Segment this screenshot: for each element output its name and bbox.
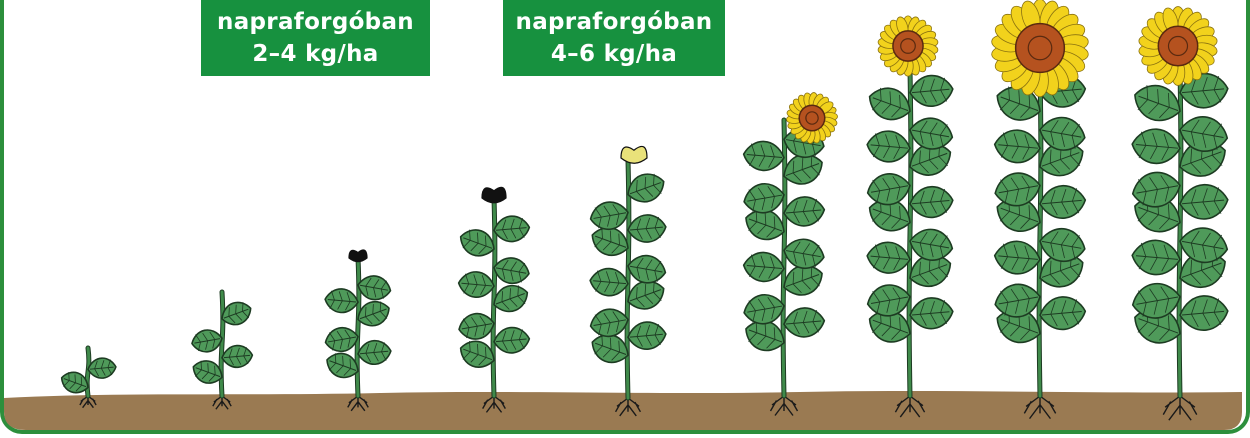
- young-plant-icon: [190, 292, 255, 409]
- opening-bud-plant-icon: [588, 146, 669, 416]
- bud-plant-icon: [323, 250, 393, 411]
- seeding-rate-label-1: napraforgóban 2–4 kg/ha: [201, 0, 430, 76]
- budding-plant-icon: [456, 187, 531, 412]
- crop-text: napraforgóban: [516, 6, 713, 38]
- full-bloom-plant-icon: [991, 0, 1090, 419]
- seeding-rate-label-2: napraforgóban 4–6 kg/ha: [503, 0, 725, 76]
- rate-text: 2–4 kg/ha: [252, 38, 378, 70]
- mature-head-plant-icon: [1129, 6, 1231, 420]
- crop-text: napraforgóban: [217, 6, 414, 38]
- rate-text: 4–6 kg/ha: [551, 38, 677, 70]
- flowering-plant-icon: [864, 16, 955, 417]
- early-flower-plant-icon: [741, 85, 845, 416]
